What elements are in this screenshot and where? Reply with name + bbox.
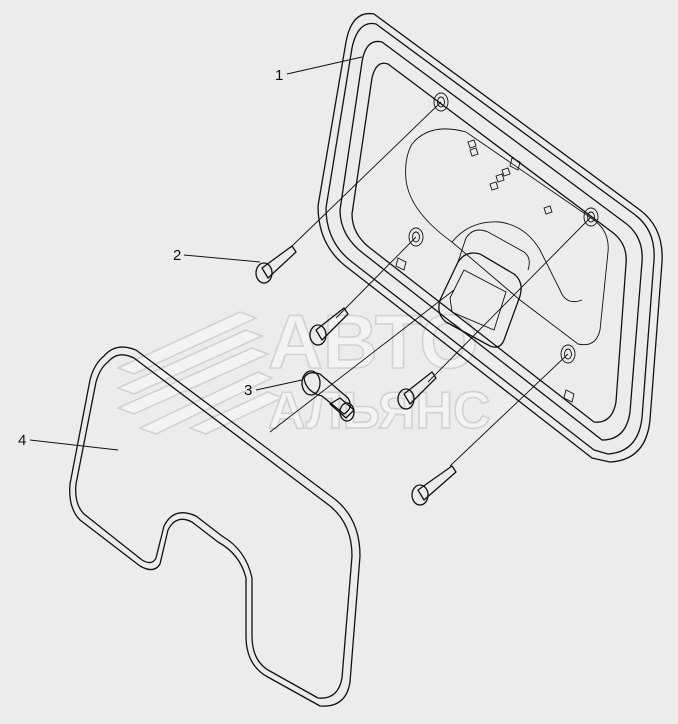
part-4-lens xyxy=(69,346,361,707)
screw-a xyxy=(255,245,297,284)
screw-d xyxy=(411,465,457,506)
callout-3-label: 3 xyxy=(244,382,252,399)
callout-3-leader xyxy=(255,379,303,391)
callout-4-label: 4 xyxy=(18,432,26,449)
watermark-logo: АВТО АЛЬЯНС xyxy=(115,299,491,441)
part-1-housing xyxy=(317,12,663,463)
callout-2-label: 2 xyxy=(173,247,181,264)
callout-1-leader xyxy=(286,56,363,75)
watermark-emblem xyxy=(115,311,284,435)
screw-c xyxy=(397,371,437,410)
watermark-line2: АЛЬЯНС xyxy=(268,382,491,440)
watermark-line1: АВТО xyxy=(268,300,479,385)
screw-b xyxy=(309,307,349,346)
callout-4-leader xyxy=(29,439,119,451)
callout-1-label: 1 xyxy=(275,67,283,84)
part-2-screws xyxy=(255,101,592,506)
part-3-bulb xyxy=(269,289,455,433)
callout-2-leader xyxy=(183,254,261,263)
callouts: 1 2 3 4 xyxy=(18,56,363,451)
